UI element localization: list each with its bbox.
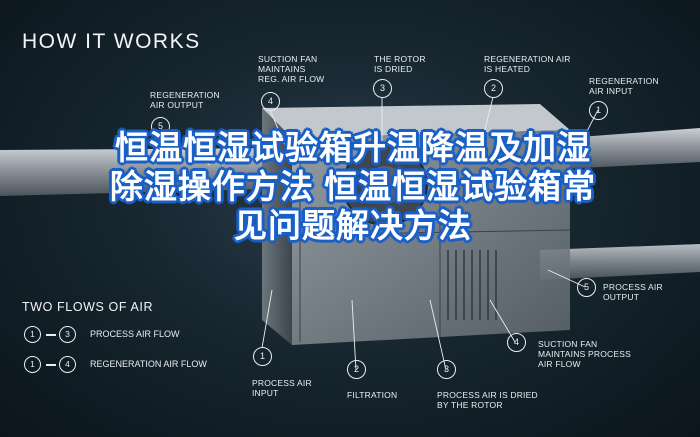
marker-2-top: 2 xyxy=(484,79,503,98)
legend-label: REGENERATION AIR FLOW xyxy=(90,359,207,369)
cabinet-top xyxy=(262,104,570,138)
legend-dash xyxy=(46,334,56,336)
marker-4-bottom: 4 xyxy=(507,333,526,352)
marker-1-bottom: 1 xyxy=(253,347,272,366)
marker-5-top: 5 xyxy=(151,117,170,136)
flows-title: TWO FLOWS OF AIR xyxy=(22,300,154,314)
right-top-duct xyxy=(540,128,700,170)
legend-dash xyxy=(46,364,56,366)
legend-from-marker: 1 xyxy=(24,326,41,343)
legend-label: PROCESS AIR FLOW xyxy=(90,329,180,339)
right-bottom-duct xyxy=(540,244,700,280)
marker-3-top: 3 xyxy=(373,79,392,98)
marker-4-top: 4 xyxy=(261,92,280,111)
marker-5-bottom: 5 xyxy=(577,278,596,297)
page-title: HOW IT WORKS xyxy=(22,30,201,53)
legend-from-marker: 1 xyxy=(24,356,41,373)
overlay-caption: 恒温恒湿试验箱升温降温及加湿除湿操作方法 恒温恒湿试验箱常见问题解决方法 xyxy=(109,129,597,244)
marker-1-top: 1 xyxy=(589,101,608,120)
legend-to-marker: 3 xyxy=(59,326,76,343)
cabinet-front xyxy=(262,108,292,345)
left-duct xyxy=(0,148,300,196)
marker-3-bottom: 3 xyxy=(437,360,456,379)
marker-2-bottom: 2 xyxy=(347,360,366,379)
filtration-label: FILTRATION xyxy=(347,390,398,400)
legend-to-marker: 4 xyxy=(59,356,76,373)
